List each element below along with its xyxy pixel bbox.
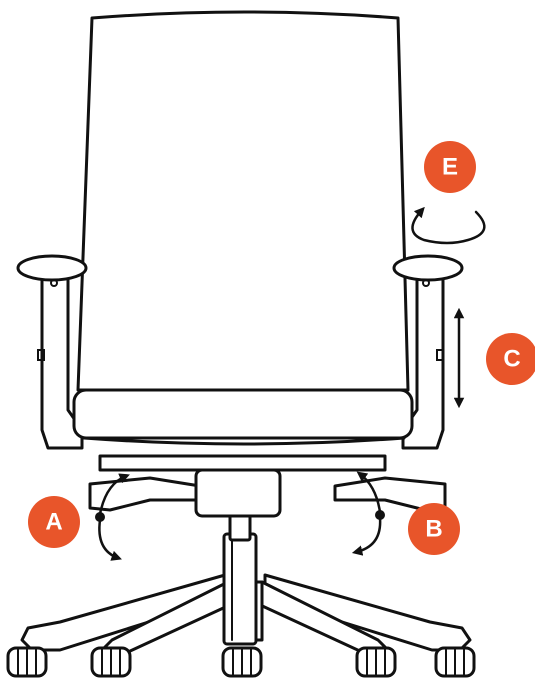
seat xyxy=(72,388,414,446)
badge-a-label: A xyxy=(45,509,62,536)
badge-e-label: E xyxy=(442,154,458,181)
armrest-left xyxy=(16,254,88,450)
badge-b-label: B xyxy=(425,516,442,543)
caster-2 xyxy=(90,646,132,678)
badge-b: B xyxy=(408,503,460,555)
caster-5 xyxy=(434,646,476,678)
badge-a-circle xyxy=(28,496,80,548)
badge-e-circle xyxy=(424,141,476,193)
caster-4 xyxy=(355,646,397,678)
adjustment-arrow-a xyxy=(95,473,130,561)
badge-c-circle xyxy=(486,333,535,385)
badge-a: A xyxy=(28,496,80,548)
adjustment-arrow-b xyxy=(351,471,385,556)
caster-1 xyxy=(6,646,48,678)
badge-e: E xyxy=(424,141,476,193)
badge-b-circle xyxy=(408,503,460,555)
armrest-right xyxy=(392,254,464,450)
adjustment-arrow-e xyxy=(411,206,486,245)
caster-3 xyxy=(221,646,263,678)
chair-base xyxy=(20,532,472,654)
seat-mechanism xyxy=(88,454,447,518)
backrest xyxy=(76,10,410,392)
badge-c-label: C xyxy=(503,346,520,373)
badge-c: C xyxy=(486,333,535,385)
